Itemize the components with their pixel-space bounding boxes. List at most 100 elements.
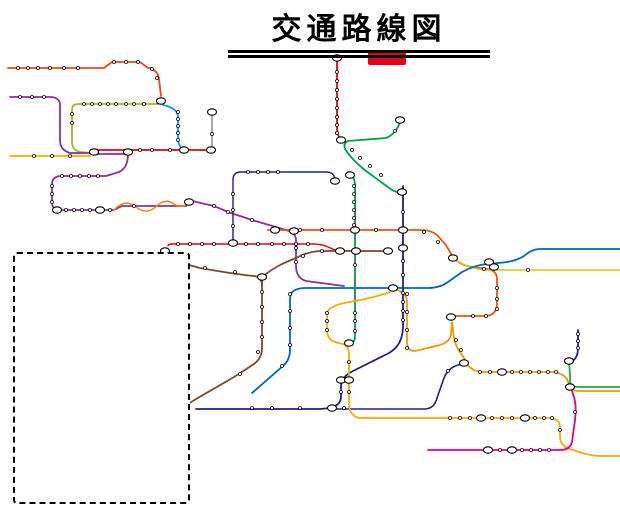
station-marker bbox=[260, 290, 264, 294]
station-marker bbox=[379, 173, 383, 177]
station-marker-major bbox=[349, 226, 361, 234]
station-marker bbox=[50, 192, 54, 196]
station-marker bbox=[112, 60, 116, 64]
rail-line-tango-miyafuku bbox=[71, 103, 159, 154]
station-marker bbox=[276, 170, 280, 174]
station-marker bbox=[246, 170, 250, 174]
station-marker bbox=[405, 292, 409, 296]
rail-line-hankyu-kyoto-east bbox=[261, 250, 389, 278]
station-marker bbox=[320, 228, 324, 232]
station-marker bbox=[576, 332, 580, 336]
station-marker bbox=[226, 210, 230, 214]
station-marker bbox=[335, 79, 339, 83]
station-marker-major bbox=[288, 227, 300, 235]
station-marker bbox=[576, 339, 580, 343]
station-marker-major bbox=[350, 247, 362, 255]
station-marker-major bbox=[482, 446, 494, 454]
station-marker bbox=[352, 200, 356, 204]
station-marker-major bbox=[519, 414, 531, 422]
station-marker bbox=[210, 132, 214, 136]
station-marker bbox=[238, 372, 242, 376]
station-marker bbox=[454, 338, 458, 342]
station-marker bbox=[30, 95, 34, 99]
station-marker-major bbox=[155, 97, 167, 105]
rail-line-torokko bbox=[113, 200, 190, 212]
station-marker bbox=[537, 370, 541, 374]
station-marker bbox=[401, 300, 405, 304]
station-marker bbox=[108, 208, 112, 212]
station-marker bbox=[352, 184, 356, 188]
station-marker bbox=[478, 370, 482, 374]
station-marker bbox=[353, 319, 357, 323]
station-marker bbox=[306, 242, 310, 246]
rail-line-jr-nara bbox=[396, 289, 570, 385]
station-marker bbox=[529, 448, 533, 452]
station-marker-major bbox=[343, 339, 355, 347]
station-marker bbox=[142, 102, 146, 106]
station-marker bbox=[288, 326, 292, 330]
station-marker bbox=[282, 242, 286, 246]
station-marker-major bbox=[458, 359, 470, 367]
rail-line-randen-arashiyama bbox=[167, 243, 336, 251]
station-marker bbox=[78, 174, 82, 178]
station-marker-major bbox=[483, 258, 495, 266]
station-marker bbox=[533, 416, 537, 420]
rail-line-hankyu-kyoto-south bbox=[187, 279, 263, 405]
station-marker-major bbox=[397, 244, 409, 252]
station-marker bbox=[48, 66, 52, 70]
station-marker bbox=[374, 228, 378, 232]
station-marker bbox=[16, 66, 20, 70]
station-marker bbox=[176, 110, 180, 114]
station-marker bbox=[250, 218, 254, 222]
station-marker-major bbox=[205, 146, 217, 154]
station-marker bbox=[352, 216, 356, 220]
station-marker bbox=[405, 346, 409, 350]
station-marker bbox=[498, 448, 502, 452]
station-marker bbox=[294, 242, 298, 246]
station-marker bbox=[519, 370, 523, 374]
station-marker bbox=[88, 208, 92, 212]
station-marker bbox=[76, 66, 80, 70]
station-marker bbox=[495, 297, 499, 301]
station-marker bbox=[106, 102, 110, 106]
station-marker bbox=[335, 70, 339, 74]
station-marker-major bbox=[394, 116, 406, 124]
station-marker bbox=[526, 268, 530, 272]
station-marker bbox=[60, 174, 64, 178]
station-marker bbox=[401, 273, 405, 277]
station-marker-major bbox=[122, 148, 134, 156]
station-marker bbox=[335, 131, 339, 135]
station-marker bbox=[270, 242, 274, 246]
station-marker bbox=[42, 95, 46, 99]
station-marker bbox=[98, 102, 102, 106]
station-marker bbox=[490, 416, 494, 420]
station-marker bbox=[132, 204, 136, 208]
station-marker bbox=[176, 131, 180, 135]
station-marker bbox=[176, 117, 180, 121]
station-marker-major bbox=[475, 414, 487, 422]
station-marker bbox=[266, 170, 270, 174]
station-marker bbox=[301, 254, 305, 258]
station-marker bbox=[347, 360, 351, 364]
station-marker bbox=[528, 370, 532, 374]
station-marker-major bbox=[564, 383, 576, 391]
station-marker bbox=[188, 242, 192, 246]
station-marker bbox=[458, 416, 462, 420]
station-marker bbox=[352, 208, 356, 212]
station-marker-major bbox=[335, 136, 347, 144]
station-marker bbox=[547, 448, 551, 452]
station-marker bbox=[353, 311, 357, 315]
station-marker bbox=[448, 416, 452, 420]
rail-line-jr-kyoto-west bbox=[251, 287, 393, 394]
station-marker bbox=[260, 335, 264, 339]
station-marker bbox=[270, 406, 274, 410]
station-marker bbox=[26, 66, 30, 70]
station-marker bbox=[401, 318, 405, 322]
station-marker bbox=[358, 156, 362, 160]
station-marker bbox=[212, 204, 216, 208]
rail-line-kintetsu-kyoto bbox=[326, 291, 620, 457]
rail-line-keihan-uji bbox=[331, 363, 463, 410]
station-marker bbox=[231, 208, 235, 212]
